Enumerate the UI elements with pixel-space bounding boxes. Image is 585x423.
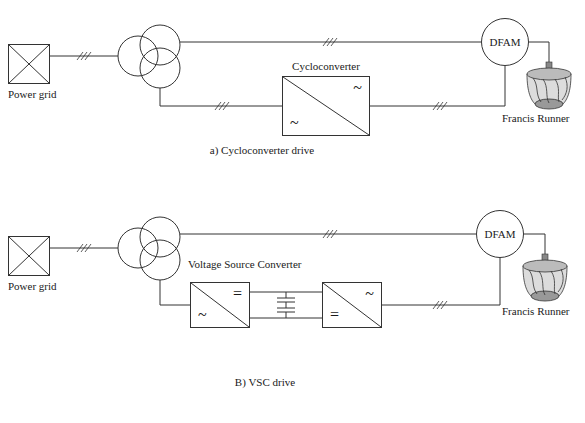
three-phase-mark bbox=[77, 52, 91, 60]
transformer-winding bbox=[118, 36, 158, 76]
machine-name: DFAM bbox=[481, 18, 529, 66]
figure-caption: B) VSC drive bbox=[165, 376, 365, 388]
grid-symbol bbox=[8, 44, 50, 84]
francis-runner-picture bbox=[527, 62, 571, 109]
grid-cross bbox=[9, 45, 50, 84]
shaft-line bbox=[524, 234, 545, 254]
converter-symbol: ~ bbox=[198, 307, 207, 323]
transformer-winding bbox=[118, 228, 158, 268]
three-phase-mark bbox=[215, 102, 229, 110]
power-connector bbox=[250, 292, 322, 293]
three-phase-mark bbox=[323, 230, 337, 238]
converter-diagonal-line bbox=[283, 77, 369, 135]
machine-name: DFAM bbox=[476, 210, 524, 258]
converter-name: Cycloconverter bbox=[263, 59, 389, 73]
three-phase-mark bbox=[77, 244, 91, 252]
power-grid-icon: Power grid bbox=[8, 236, 57, 292]
part-label: Francis Runner bbox=[502, 305, 570, 317]
machine-circle: DFAM bbox=[481, 18, 529, 66]
converter-symbol: ~ bbox=[290, 115, 299, 131]
francis-runner-picture bbox=[523, 254, 567, 301]
transformer-winding bbox=[140, 48, 180, 88]
converter-box: ~= bbox=[322, 282, 382, 328]
converter-box: =~ bbox=[190, 282, 250, 328]
stator-wire bbox=[180, 234, 476, 235]
grid-cross bbox=[9, 237, 50, 276]
grid-frame bbox=[9, 45, 50, 84]
machine-outline bbox=[477, 211, 524, 258]
shaft-line bbox=[529, 42, 549, 62]
node-label: Power grid bbox=[8, 88, 57, 100]
power-grid-icon: Power grid bbox=[8, 44, 57, 100]
transformer-winding bbox=[140, 25, 180, 65]
converter-symbol: = bbox=[233, 286, 242, 302]
converter-diagonal-line bbox=[323, 283, 381, 327]
converter-symbol: = bbox=[330, 307, 339, 323]
grid-frame bbox=[9, 237, 50, 276]
converter-wire bbox=[160, 280, 190, 305]
converter-wire bbox=[160, 88, 282, 106]
converter-box: Cycloconverter~~ bbox=[282, 76, 370, 136]
grid-symbol bbox=[8, 236, 50, 276]
three-phase-mark bbox=[323, 38, 337, 46]
converter-diagonal-line bbox=[191, 283, 249, 327]
node-label: Power grid bbox=[8, 280, 57, 292]
converter-symbol: ~ bbox=[353, 80, 362, 96]
figure-caption: a) Cycloconverter drive bbox=[162, 144, 362, 156]
power-connector bbox=[370, 66, 505, 106]
transformer-winding bbox=[140, 240, 180, 280]
machine-outline bbox=[482, 19, 529, 66]
part-label: Francis Runner bbox=[502, 112, 570, 124]
converter-symbol: ~ bbox=[365, 286, 374, 302]
dc-capacitor-symbol bbox=[277, 292, 295, 318]
machine-circle: DFAM bbox=[476, 210, 524, 258]
power-connector bbox=[382, 258, 500, 305]
transformer-winding bbox=[140, 217, 180, 257]
part-label: Voltage Source Converter bbox=[188, 258, 301, 270]
